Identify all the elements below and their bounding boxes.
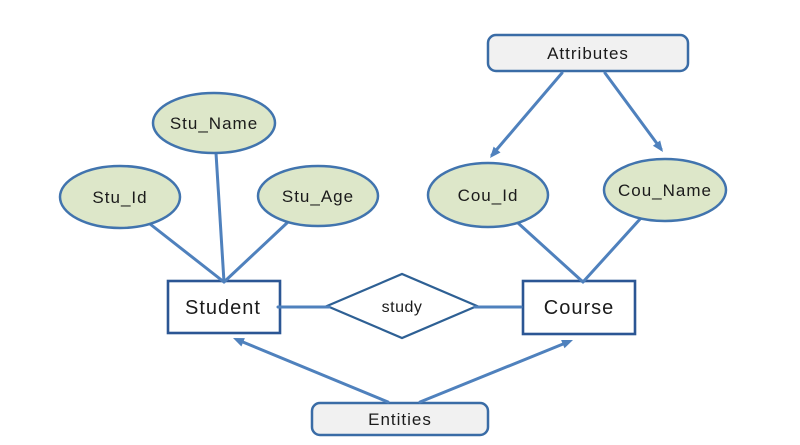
arrowhead	[652, 140, 663, 152]
entity-course-label: Course	[544, 297, 614, 319]
arrow-entities-course-line	[418, 340, 570, 404]
attribute-cou-id-ellipse	[426, 161, 550, 229]
edge-stu-name-student	[214, 151, 226, 284]
callout-attributes: Attributes	[486, 33, 690, 73]
attribute-stu-name-label: Stu_Name	[170, 114, 258, 133]
edge-stu-age-student	[222, 220, 290, 284]
edge-cou-name-course	[581, 216, 643, 284]
arrow-entities-course	[418, 339, 573, 404]
entity-student-label: Student	[185, 297, 261, 319]
attribute-stu-name-ellipse	[151, 91, 277, 155]
entity-course-box	[521, 279, 637, 336]
attribute-stu-age: Stu_Age	[256, 164, 380, 228]
attribute-stu-id: Stu_Id	[58, 164, 182, 230]
entity-course: Course	[521, 279, 637, 336]
callout-attributes-label: Attributes	[547, 44, 629, 63]
attribute-cou-id: Cou_Id	[426, 161, 550, 229]
callout-entities: Entities	[310, 401, 490, 437]
attribute-stu-name: Stu_Name	[151, 91, 277, 155]
arrowhead	[233, 338, 245, 347]
attribute-cou-name-label: Cou_Name	[618, 181, 712, 200]
arrow-attributes-cou-id-line	[490, 71, 564, 157]
attribute-stu-age-ellipse	[256, 164, 380, 228]
arrow-entities-student-line	[236, 338, 390, 404]
entity-student: Student	[166, 279, 282, 335]
edge-cou-id-course	[516, 221, 585, 284]
arrowhead	[490, 146, 501, 158]
callout-entities-box	[310, 401, 490, 437]
entity-student-box	[166, 279, 282, 335]
attribute-stu-age-label: Stu_Age	[282, 187, 354, 206]
attribute-stu-id-ellipse	[58, 164, 182, 230]
arrow-attributes-cou-name-line	[603, 71, 663, 151]
edge-stu-id-student	[148, 222, 226, 284]
attribute-cou-name-ellipse	[602, 157, 728, 223]
callout-attributes-box	[486, 33, 690, 73]
callout-entities-label: Entities	[368, 410, 432, 429]
arrow-entities-student	[233, 338, 390, 404]
attribute-cou-name: Cou_Name	[602, 157, 728, 223]
relationship-study-label: study	[382, 299, 423, 316]
arrow-attributes-cou-id	[490, 71, 564, 158]
relationship-study: study	[324, 272, 480, 340]
attribute-stu-id-label: Stu_Id	[92, 188, 147, 207]
arrowhead	[561, 339, 573, 349]
attribute-cou-id-label: Cou_Id	[458, 186, 519, 205]
arrow-attributes-cou-name	[603, 71, 663, 152]
